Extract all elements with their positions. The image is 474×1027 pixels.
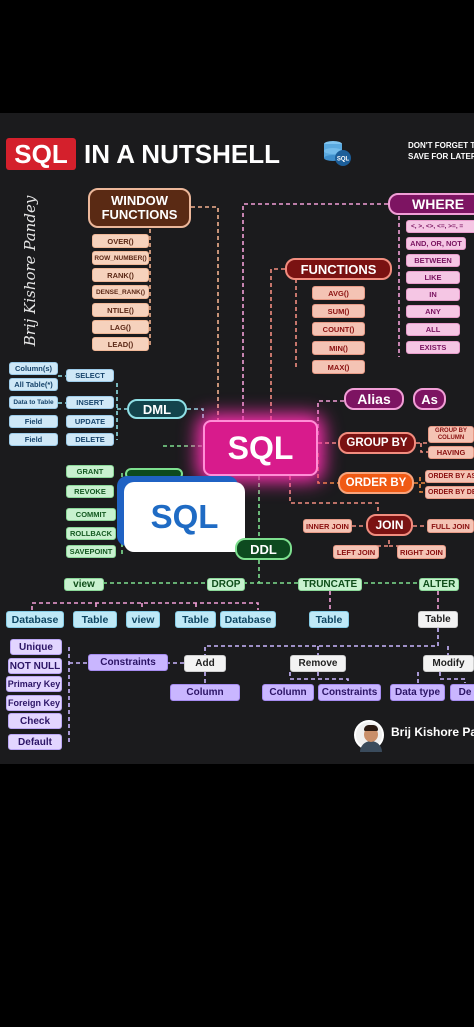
constraints-header: Constraints [88,654,168,671]
where-item: ANY [406,305,460,318]
alias-node: Alias [344,388,404,410]
drop-item: Database [6,611,64,628]
where-item: IN [406,288,460,301]
constraint-item: Default [8,734,62,750]
order-by-item: ORDER BY DESC [425,486,474,499]
drop-item: Table [175,611,216,628]
page-title: IN A NUTSHELL [84,139,280,169]
drop-item: Database [220,611,276,628]
constraint-item: NOT NULL [8,658,62,674]
function-item: COUNT() [312,322,365,336]
constraint-item: Foreign Key [6,695,62,711]
save-note-line1: DON'T FORGET T [408,141,474,150]
constraint-item: Primary Key [6,676,62,692]
function-item: AVG() [312,286,365,300]
ddl-group-alter: ALTER [419,578,459,591]
function-item: MAX() [312,360,365,374]
sql-overlay-sticker: SQL [124,482,245,552]
as-node: As [413,388,446,410]
window-functions-header: WINDOW FUNCTIONS [88,188,191,228]
dml-node: DML [127,399,187,419]
functions-header: FUNCTIONS [285,258,392,280]
window-item: LEAD() [92,337,149,351]
tcl-item: SAVEPOINT [66,545,116,558]
order-by-item: ORDER BY ASC [425,470,474,483]
where-item: AND, OR, NOT [406,237,466,250]
svg-text:SQL: SQL [337,157,350,163]
ddl-group-view: view [64,578,104,591]
where-item: LIKE [406,271,460,284]
alter-modify: Modify [423,655,474,672]
window-item: RANK() [92,268,149,282]
window-item: LAG() [92,320,149,334]
constraint-item: Check [8,713,62,729]
join-item: INNER JOIN [303,519,352,533]
save-note: DON'T FORGET T SAVE FOR LATER [408,140,474,162]
add-column: Column [170,684,240,701]
database-icon: SQL [322,138,352,168]
truncate-item: Table [309,611,349,628]
function-item: MIN() [312,341,365,355]
modify-data-type: Data type [390,684,445,701]
dml-verb: INSERT [66,396,114,409]
author-avatar [354,720,384,752]
dcl-node [125,468,183,480]
where-header: WHERE [388,193,474,215]
window-item: OVER() [92,234,149,248]
alter-add: Add [184,655,226,672]
dcl-item: REVOKE [66,485,114,498]
dml-target: Field [9,415,58,428]
window-item: DENSE_RANK() [92,285,149,299]
where-item: BETWEEN [406,254,460,267]
author-vertical: Brij Kishore Pandey [10,183,50,363]
author-name: Brij Kishore Pandey [21,195,39,347]
save-note-line2: SAVE FOR LATER [408,152,474,161]
dcl-item: GRANT [66,465,114,478]
function-item: SUM() [312,304,365,318]
join-item: FULL JOIN [427,519,474,533]
where-item: ALL [406,323,460,336]
join-node: JOIN [366,514,413,536]
where-item: <, >, <>, <=, >=, = [406,220,474,233]
remove-column: Column [262,684,314,701]
dml-target: Column(s) [9,362,58,375]
sql-badge: SQL [6,138,76,170]
dml-target: Field [9,433,58,446]
group-by-item: GROUP BY COLUMN [428,426,474,443]
constraint-item: Unique [10,639,62,655]
dml-verb: UPDATE [66,415,114,428]
tcl-item: ROLLBACK [66,527,116,540]
order-by-node: ORDER BY [338,472,414,494]
window-item: NTILE() [92,303,149,317]
where-item: EXISTS [406,341,460,354]
alter-remove: Remove [290,655,346,672]
group-by-item: HAVING [428,446,474,459]
author-brand: Brij Kishore Pa [391,725,474,739]
join-item: RIGHT JOIN [397,545,446,559]
tcl-item: COMMIT [66,508,116,521]
dml-target: Data to Table [9,396,58,409]
group-by-node: GROUP BY [338,432,416,454]
sql-center-node: SQL [203,420,318,476]
dml-verb: SELECT [66,369,114,382]
ddl-group-truncate: TRUNCATE [298,578,362,591]
alter-item: Table [418,611,458,628]
modify-default: De [450,684,474,701]
remove-constraints: Constraints [318,684,381,701]
ddl-node: DDL [235,538,292,560]
join-item: LEFT JOIN [333,545,379,559]
ddl-group-drop: DROP [207,578,245,591]
sql-nutshell-diagram: SQL IN A NUTSHELL SQL DON'T FORGET T SAVE… [0,113,474,764]
dml-target: All Table(*) [9,378,58,391]
drop-item: view [126,611,160,628]
drop-item: Table [73,611,117,628]
window-item: ROW_NUMBER() [92,251,149,265]
dml-verb: DELETE [66,433,114,446]
